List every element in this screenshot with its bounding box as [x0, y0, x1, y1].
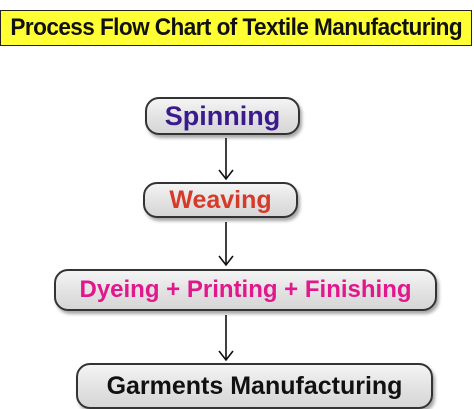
step-label-weaving: Weaving	[169, 185, 272, 214]
arrow-down-icon	[218, 222, 234, 267]
step-label-garments-manufacturing: Garments Manufacturing	[106, 371, 403, 400]
page-title: Process Flow Chart of Textile Manufactur…	[10, 14, 462, 41]
step-spinning: Spinning	[145, 97, 300, 135]
title-banner: Process Flow Chart of Textile Manufactur…	[0, 10, 472, 46]
step-label-spinning: Spinning	[164, 100, 281, 131]
step-dyeing-printing-finishing: Dyeing + Printing + Finishing	[54, 269, 437, 311]
arrow-down-icon	[218, 315, 234, 362]
arrow-down-icon	[218, 138, 234, 181]
step-label-dyeing-printing-finishing: Dyeing + Printing + Finishing	[79, 276, 412, 303]
step-weaving: Weaving	[143, 182, 298, 218]
step-garments-manufacturing: Garments Manufacturing	[76, 363, 433, 409]
